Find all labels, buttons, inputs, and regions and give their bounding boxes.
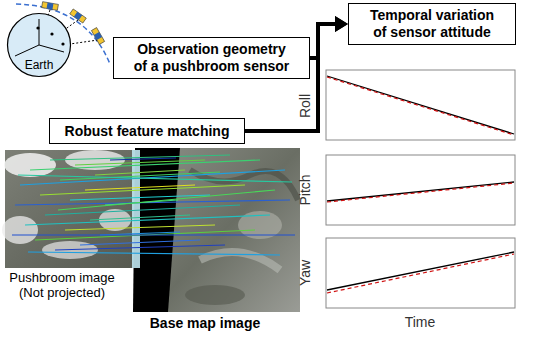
attitude-plots-part bbox=[327, 77, 514, 135]
match-lines-part bbox=[50, 155, 230, 160]
ground-point bbox=[36, 26, 39, 29]
match-lines-part bbox=[80, 240, 200, 245]
axis-line bbox=[39, 45, 64, 52]
satellite-orbit-part bbox=[70, 40, 98, 44]
base-map-image-part bbox=[132, 150, 140, 268]
match-lines-part bbox=[65, 225, 215, 230]
satellite-orbit-part-part bbox=[42, 2, 59, 11]
match-lines-part bbox=[12, 234, 295, 235]
arrow-head bbox=[335, 16, 348, 32]
attitude-plots-part bbox=[326, 155, 515, 225]
match-lines-part bbox=[85, 185, 195, 190]
satellite-orbit-part-part bbox=[91, 28, 104, 45]
match-lines-part bbox=[110, 158, 176, 160]
flow-arrow bbox=[310, 24, 336, 58]
attitude-plots-part bbox=[327, 182, 514, 201]
match-lines-part bbox=[58, 190, 275, 210]
match-lines-part bbox=[55, 245, 225, 250]
box-label: Temporal variation of sensor attitude bbox=[365, 7, 499, 41]
satellite-orbit-part-part bbox=[74, 12, 82, 20]
image-caption: Pushbroom image (Not projected) bbox=[3, 271, 121, 301]
match-lines-part bbox=[75, 160, 205, 165]
attitude-plots-part bbox=[327, 252, 514, 290]
image-caption: Base map image bbox=[150, 315, 261, 331]
attitude-plots-part bbox=[326, 70, 515, 140]
match-lines-part bbox=[28, 252, 280, 255]
satellite-orbit-part-part bbox=[47, 3, 54, 10]
satellite-orbit-part bbox=[91, 28, 104, 45]
earth-label: Earth bbox=[25, 58, 54, 72]
base-map-image-part bbox=[185, 285, 245, 305]
match-lines-part bbox=[25, 215, 270, 225]
box-label: Observation geometry of a pushbroom sens… bbox=[131, 41, 293, 75]
satellite-orbit-part-part bbox=[70, 9, 87, 23]
pushbroom-image-part bbox=[2, 216, 38, 244]
match-lines-part bbox=[45, 205, 240, 215]
axis-label: Yaw bbox=[297, 260, 313, 286]
match-lines-part bbox=[95, 170, 185, 175]
process-box: Robust feature matching bbox=[49, 118, 245, 144]
ground-point bbox=[61, 42, 64, 45]
box-label: Robust feature matching bbox=[65, 123, 230, 140]
attitude-plots-part bbox=[327, 76, 514, 134]
axis-label: Time bbox=[405, 314, 436, 330]
axis-line bbox=[15, 45, 39, 56]
process-box: Temporal variation of sensor attitude bbox=[348, 3, 516, 45]
earth-circle: Earth bbox=[6, 12, 72, 78]
match-lines-part bbox=[20, 170, 285, 185]
attitude-plots bbox=[326, 70, 515, 308]
pushbroom-image-part bbox=[4, 153, 56, 177]
satellite-orbit-part bbox=[42, 2, 59, 11]
attitude-plots-part bbox=[327, 183, 514, 202]
satellite-orbit-part bbox=[70, 9, 87, 23]
axis-label: Roll bbox=[297, 94, 313, 118]
arrow-head bbox=[335, 16, 348, 32]
match-lines-part bbox=[90, 215, 190, 220]
process-box: Observation geometry of a pushbroom sens… bbox=[113, 37, 310, 79]
satellite-orbit-part-part bbox=[94, 32, 102, 40]
axis-line bbox=[39, 19, 40, 45]
axis-label: Pitch bbox=[297, 174, 313, 205]
attitude-plots-part bbox=[327, 254, 514, 293]
match-lines-part bbox=[60, 172, 220, 180]
ground-point bbox=[50, 32, 53, 35]
match-lines-part bbox=[40, 185, 245, 195]
earth-outline bbox=[8, 14, 71, 77]
attitude-plots-part bbox=[326, 238, 515, 308]
match-lines-part bbox=[18, 175, 292, 182]
match-lines-part bbox=[30, 160, 260, 170]
match-lines bbox=[12, 155, 295, 255]
